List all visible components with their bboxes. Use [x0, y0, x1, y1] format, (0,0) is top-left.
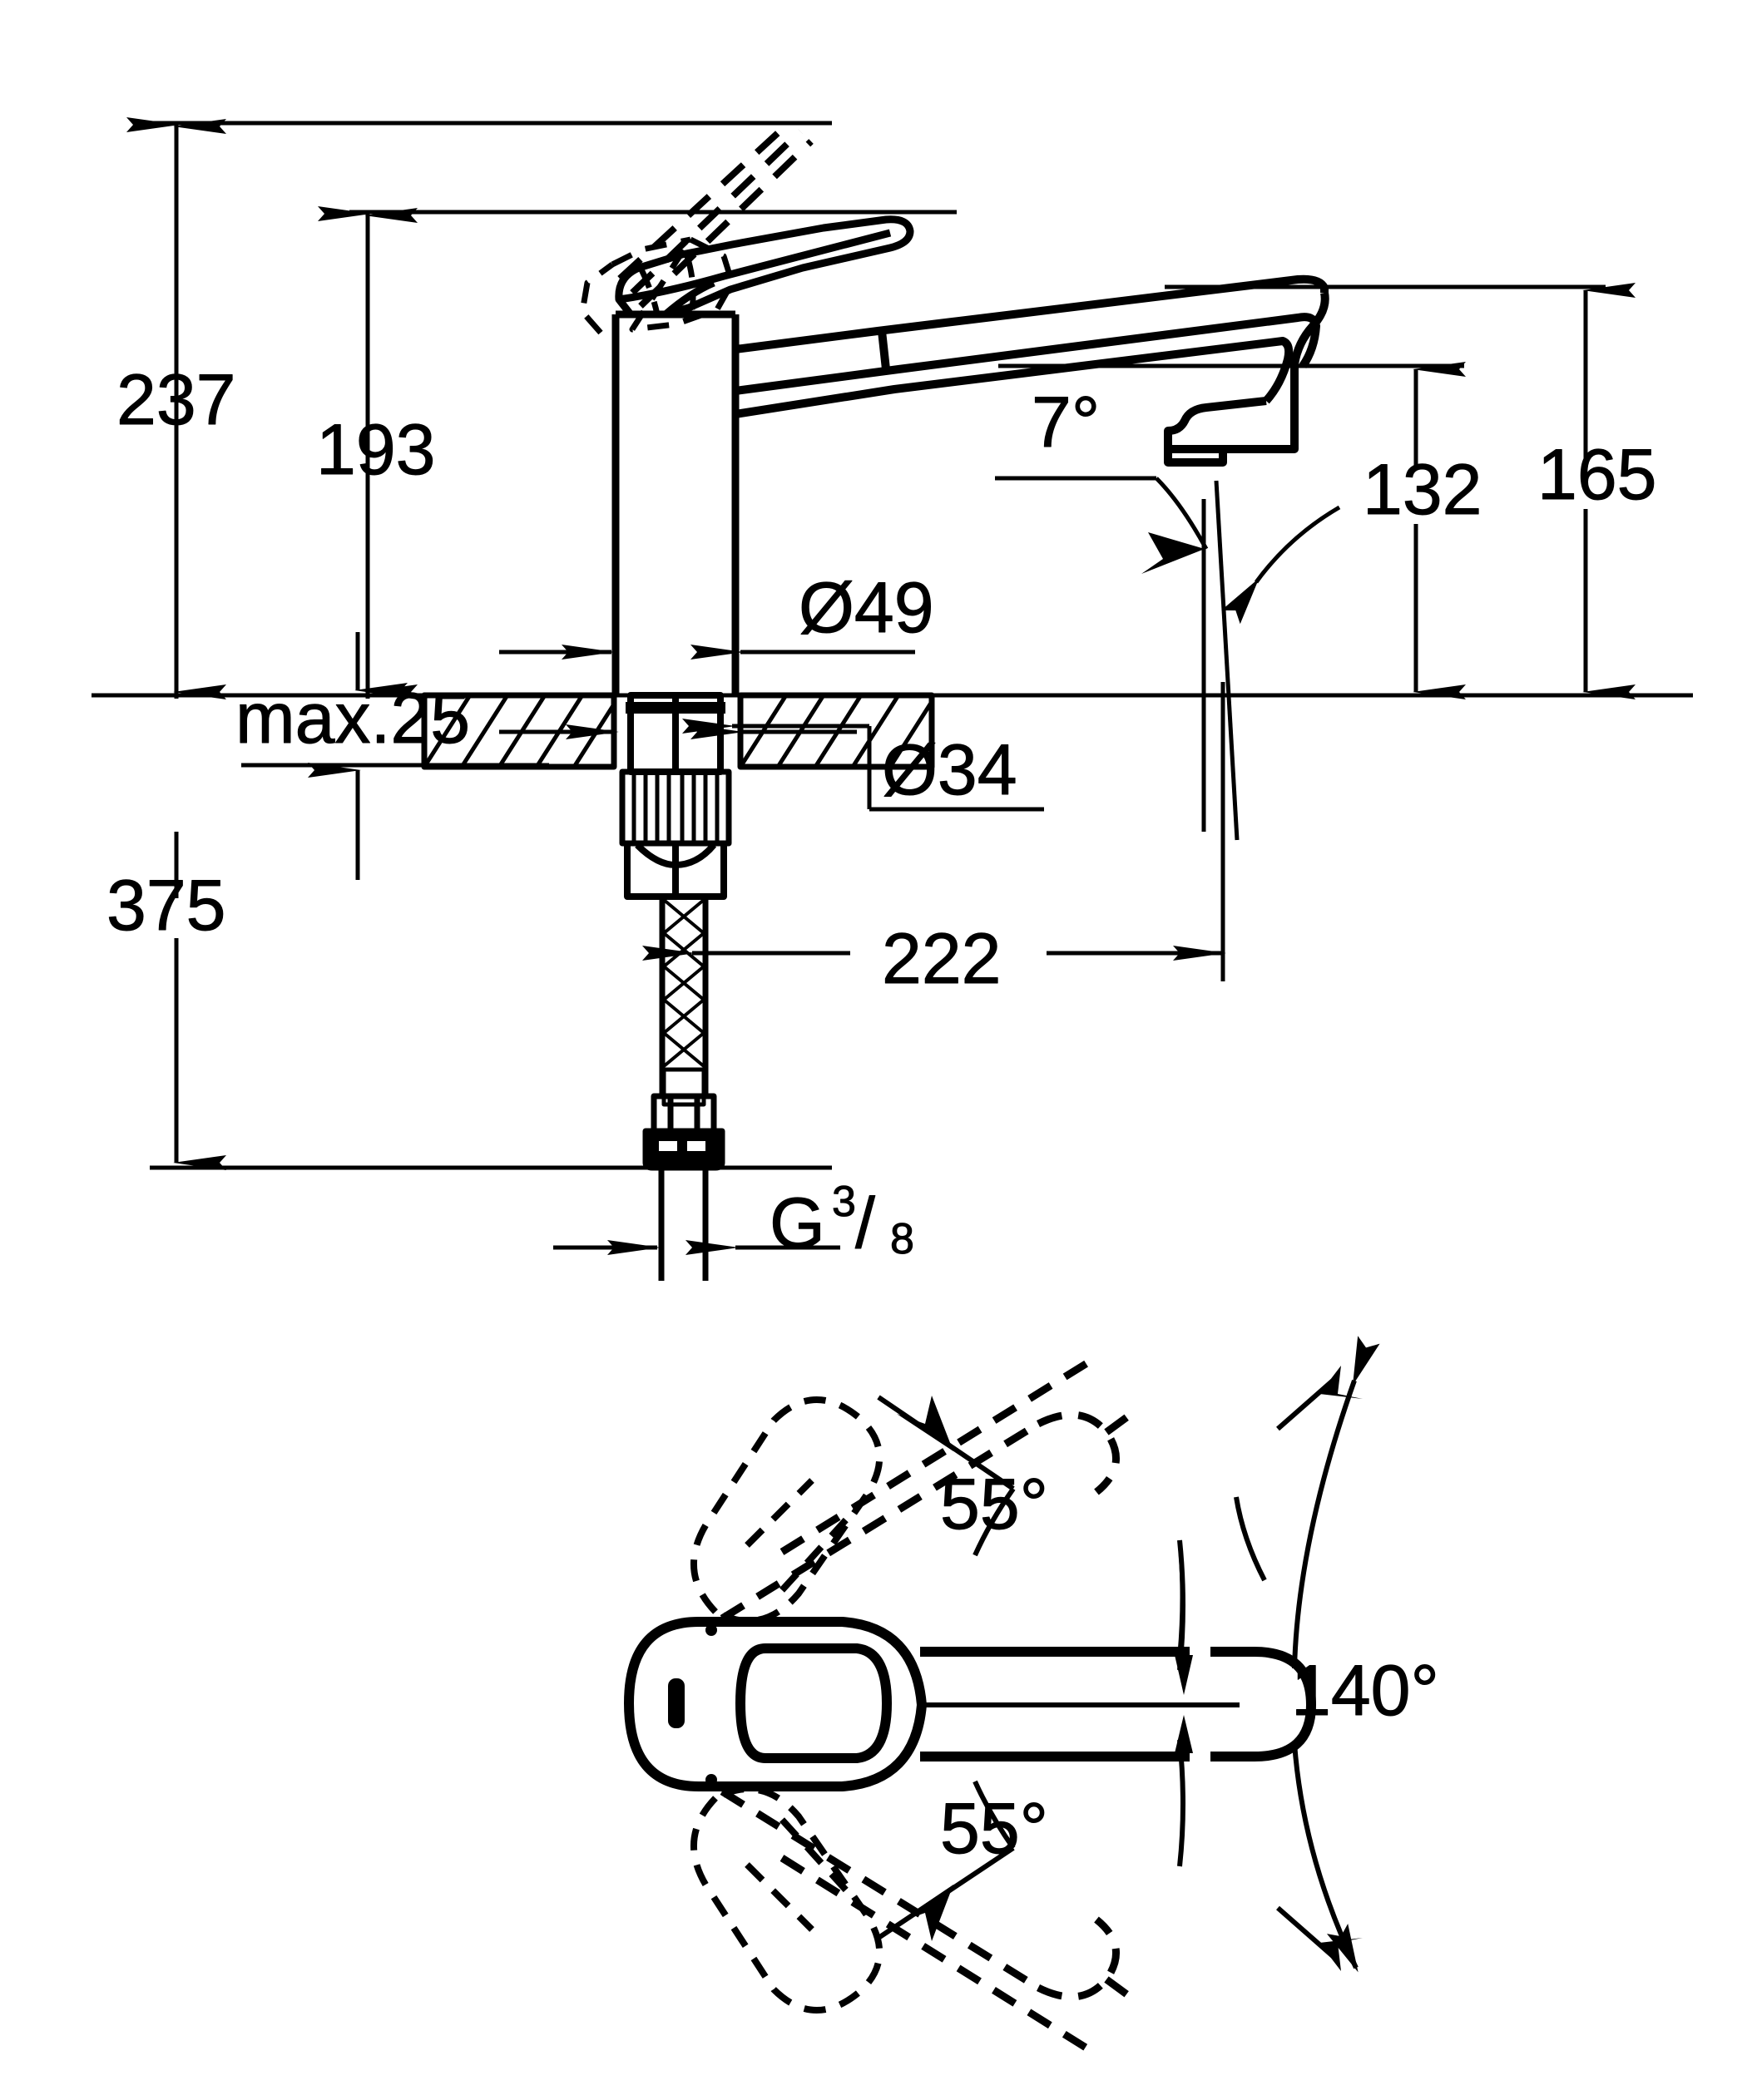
faucet-body-column [611, 310, 740, 695]
hose-braid-texture [661, 898, 706, 1107]
lower-collar [624, 842, 727, 900]
dimension-55-lower-label: 55° [940, 1789, 1048, 1869]
spout-plan-solid [920, 1647, 1316, 1762]
dimension-375-label: 375 [106, 866, 226, 946]
countertop-section [421, 692, 935, 770]
dimension-55-upper-label: 55° [940, 1465, 1048, 1544]
lock-nut-knurled [619, 768, 732, 847]
base-index-marks [668, 1624, 717, 1786]
supply-hose [659, 897, 709, 1096]
thread-end-fitting [642, 1128, 725, 1171]
base-plan-phantom-lower [690, 1786, 883, 2014]
thread-letter-g: G [770, 1183, 825, 1263]
mounting-shank [626, 692, 725, 775]
dimension-7-degrees [995, 476, 1341, 841]
dimension-diameter-34-label: Ø34 [882, 730, 1017, 810]
spout-plan-phantom-upper [720, 1354, 1134, 1622]
dimension-140-degrees [1292, 1336, 1380, 1973]
thread-numerator: 3 [832, 1178, 856, 1226]
faucet-base-plan [624, 1617, 927, 1791]
dimension-165-label: 165 [1537, 435, 1657, 515]
threaded-tail [658, 1168, 709, 1281]
lever-raised-arm [617, 121, 814, 309]
dimension-237-label: 237 [116, 360, 236, 440]
spout-aerator-tip [1164, 292, 1329, 467]
thread-denominator: 8 [890, 1215, 914, 1263]
lever-plan-opening [735, 1643, 892, 1763]
lever-handle [615, 215, 914, 319]
dimension-diameter-49-label: Ø49 [799, 568, 934, 648]
dimension-132-label: 132 [1363, 450, 1482, 530]
dimension-193-label: 193 [316, 410, 436, 490]
dimension-140-degrees-label: 140° [1291, 1651, 1439, 1731]
spout-plan-phantom-lower [720, 1788, 1134, 2058]
dimension-7-degrees-label: 7° [1032, 383, 1100, 462]
base-plan-phantom-upper [690, 1396, 883, 1624]
dimension-222-label: 222 [882, 919, 1002, 999]
dimension-222 [642, 682, 1226, 981]
spout [735, 274, 1329, 418]
thread-fraction-bar: / [855, 1183, 875, 1263]
dimension-max25-label: max.25 [235, 679, 470, 758]
